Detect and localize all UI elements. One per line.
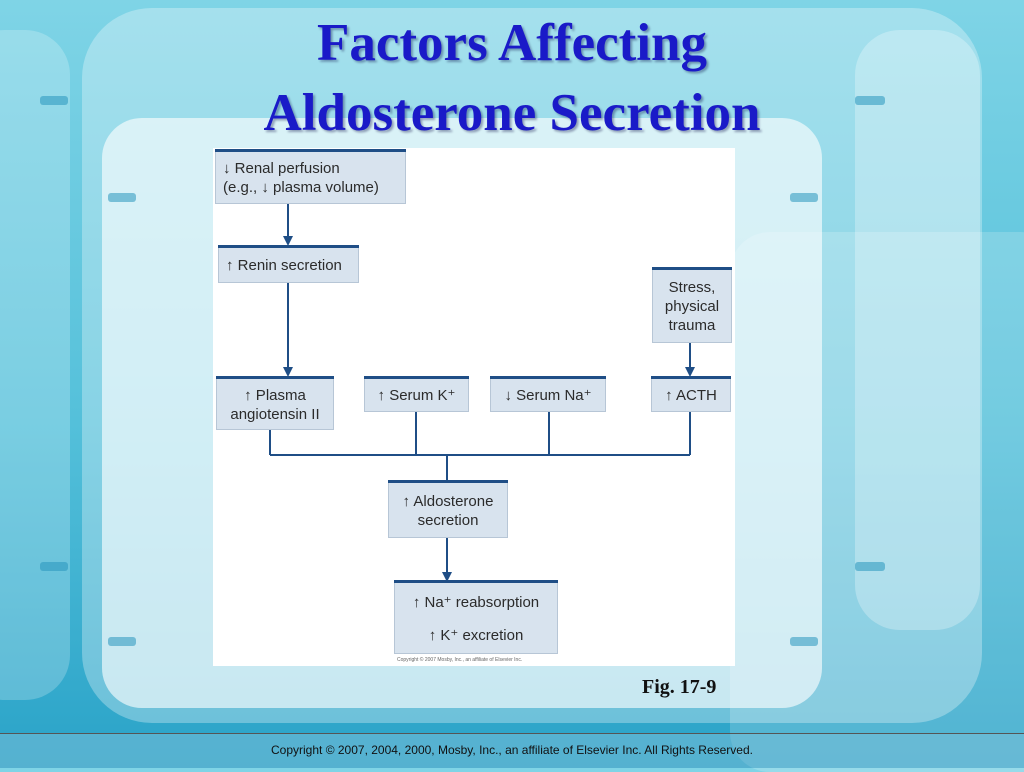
decor-tick: [40, 96, 68, 105]
box-renal-perfusion: ↓ Renal perfusion (e.g., ↓ plasma volume…: [215, 149, 406, 204]
figure-copyright: Copyright © 2007 Mosby, Inc., an affilia…: [397, 657, 523, 663]
effect-potassium-excretion: ↑ K⁺ excretion: [428, 626, 524, 644]
box-acth: ↑ ACTH: [651, 376, 731, 412]
decor-tick: [108, 193, 136, 202]
decor-tick: [855, 562, 885, 571]
effect-sodium-reabsorption: ↑ Na⁺ reabsorption: [412, 593, 540, 611]
footer-band: [0, 734, 1024, 768]
slide-title-line1: Factors Affecting: [317, 14, 707, 72]
footer-divider: [0, 733, 1024, 734]
decor-tick: [790, 193, 818, 202]
box-stress-trauma: Stress, physical trauma: [652, 267, 732, 343]
flowchart-connectors: [269, 204, 695, 582]
box-renin-secretion: ↑ Renin secretion: [218, 245, 359, 283]
background-panel-bottom-right: [730, 232, 1024, 772]
flowchart-figure: ↓ Renal perfusion (e.g., ↓ plasma volume…: [213, 148, 735, 666]
box-aldosterone-secretion: ↑ Aldosterone secretion: [388, 480, 508, 538]
decor-tick: [855, 96, 885, 105]
box-renal-effects: ↑ Na⁺ reabsorption ↑ K⁺ excretion: [394, 580, 558, 654]
slide-title-line2: Aldosterone Secretion: [263, 84, 761, 142]
decor-tick: [108, 637, 136, 646]
figure-label: Fig. 17-9: [642, 676, 717, 698]
box-plasma-angiotensin: ↑ Plasma angiotensin II: [216, 376, 334, 430]
decor-tick: [40, 562, 68, 571]
footer-copyright: Copyright © 2007, 2004, 2000, Mosby, Inc…: [271, 743, 753, 757]
box-serum-potassium: ↑ Serum K⁺: [364, 376, 469, 412]
decor-tick: [790, 637, 818, 646]
slide-title: Factors Affecting Aldosterone Secretion: [0, 8, 1024, 148]
box-serum-sodium: ↓ Serum Na⁺: [490, 376, 606, 412]
